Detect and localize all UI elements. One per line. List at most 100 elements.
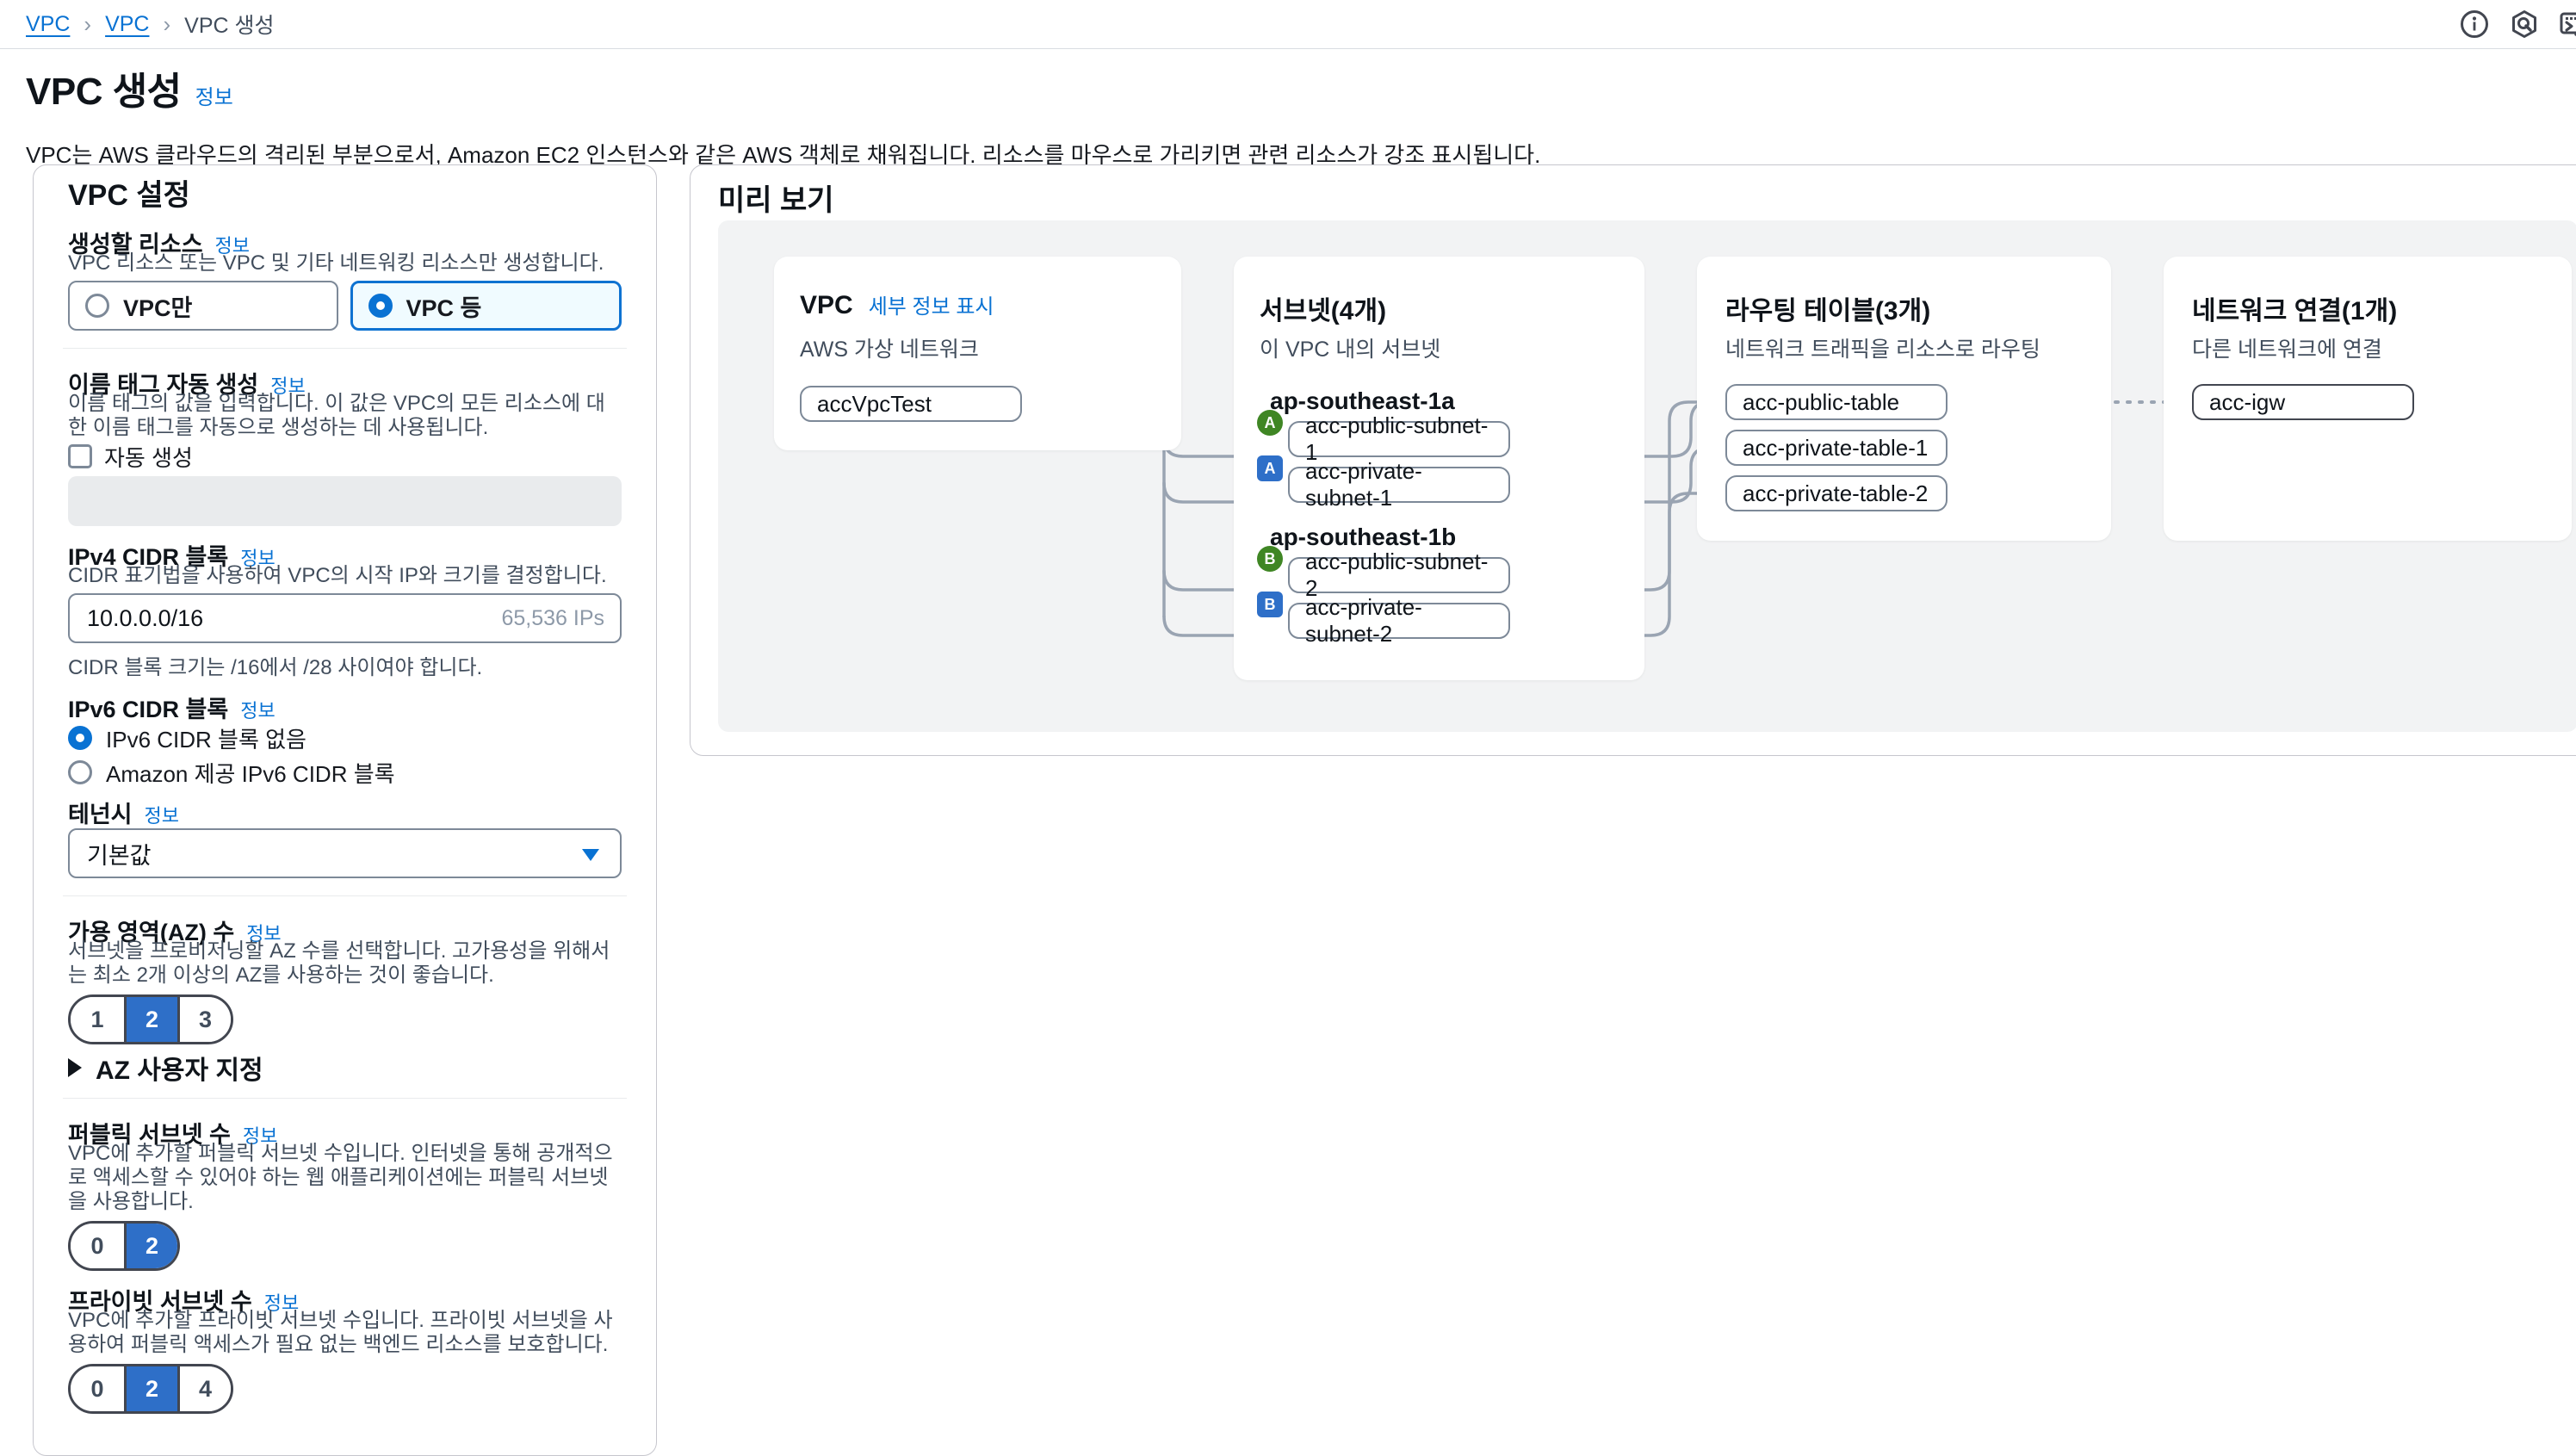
- page-description: VPC는 AWS 클라우드의 격리된 부분으로서, Amazon EC2 인스턴…: [26, 142, 1541, 168]
- info-icon[interactable]: [2459, 9, 2490, 40]
- private-az-b-badge: B: [1257, 592, 1283, 617]
- name-tag-info-link[interactable]: 정보: [270, 375, 306, 397]
- resource-option-vpc-and-more[interactable]: VPC 등: [350, 281, 622, 331]
- preview-panel: 미리 보기 VPC 세부 정보 표시 AWS 가상 네트워크 accVpcTes…: [690, 164, 2576, 756]
- private-subnet-option-0[interactable]: 0: [71, 1366, 124, 1411]
- ipv6-option-label: IPv6 CIDR 블록 없음: [106, 726, 307, 753]
- auto-generate-checkbox[interactable]: [68, 444, 92, 468]
- route-tables-card-subtitle: 네트워크 트래픽을 리소스로 라우팅: [1725, 338, 2040, 362]
- radio-unchecked-icon: [85, 294, 109, 318]
- subnet-resource-box[interactable]: acc-public-subnet-2: [1288, 548, 1510, 601]
- private-az-a-badge: A: [1257, 455, 1283, 481]
- page-info-link[interactable]: 정보: [195, 86, 233, 109]
- auto-generate-label: 자동 생성: [104, 444, 193, 471]
- public-az-b-badge: B: [1257, 546, 1283, 572]
- public-subnet-segmented-control: 0 2: [68, 1221, 180, 1271]
- topbar-icons: [2459, 9, 2576, 40]
- preview-route-tables-card: 라우팅 테이블(3개) 네트워크 트래픽을 리소스로 라우팅 acc-publi…: [1697, 257, 2111, 541]
- subnet-row: B acc-public-subnet-2: [1257, 546, 1619, 601]
- resource-info-link[interactable]: 정보: [214, 235, 251, 257]
- breadcrumb-link-vpc-2[interactable]: VPC: [105, 11, 150, 36]
- public-subnet-info-link[interactable]: 정보: [242, 1125, 278, 1147]
- az-group-name: ap-southeast-1a: [1270, 387, 1455, 414]
- connections-card-title: 네트워크 연결(1개): [2192, 297, 2398, 325]
- breadcrumb-current: VPC 생성: [184, 14, 275, 38]
- name-tag-label: 이름 태그 자동 생성: [68, 372, 259, 398]
- amazon-q-icon[interactable]: [2509, 9, 2540, 40]
- subnet-resource-box[interactable]: acc-private-subnet-2: [1288, 594, 1510, 647]
- route-table-resource-box[interactable]: acc-private-table-2: [1725, 475, 1947, 511]
- public-subnet-option-2[interactable]: 2: [124, 1224, 177, 1268]
- subnet-row: B acc-private-subnet-2: [1257, 592, 1619, 647]
- preview-connections-card: 네트워크 연결(1개) 다른 네트워크에 연결 acc-igw: [2164, 257, 2572, 541]
- ipv4-info-link[interactable]: 정보: [240, 548, 276, 569]
- private-subnet-segmented-control: 0 2 4: [68, 1364, 233, 1414]
- tenancy-select[interactable]: 기본값: [68, 828, 622, 878]
- az-count-option-2[interactable]: 2: [124, 997, 177, 1042]
- divider: [63, 895, 627, 896]
- ipv4-description: CIDR 표기법을 사용하여 VPC의 시작 IP와 크기를 결정합니다.: [68, 564, 607, 587]
- subnet-resource-box[interactable]: acc-private-subnet-1: [1288, 458, 1510, 511]
- route-table-resource-box[interactable]: acc-private-table-1: [1725, 430, 1947, 466]
- vpc-resource-box[interactable]: accVpcTest: [800, 386, 1022, 422]
- vpc-show-details-link[interactable]: 세부 정보 표시: [868, 295, 994, 319]
- resource-label: 생성할 리소스: [68, 232, 203, 257]
- public-subnet-option-0[interactable]: 0: [71, 1224, 124, 1268]
- az-customize-expander[interactable]: AZ 사용자 지정: [68, 1055, 622, 1085]
- public-az-a-badge: A: [1257, 410, 1283, 436]
- ipv4-cidr-label: IPv4 CIDR 블록: [68, 544, 229, 570]
- name-tag-description: 이름 태그의 값을 입력합니다. 이 값은 VPC의 모든 리소스에 대한 이름…: [68, 392, 605, 439]
- az-count-option-1[interactable]: 1: [71, 997, 124, 1042]
- private-subnet-info-link[interactable]: 정보: [263, 1292, 300, 1314]
- page-title: VPC 생성: [26, 71, 182, 113]
- ipv6-info-link[interactable]: 정보: [240, 700, 276, 722]
- resource-option-label: VPC만: [123, 294, 193, 321]
- chevron-right-icon: ›: [163, 10, 171, 37]
- radio-checked-icon: [68, 726, 92, 750]
- subnets-card-subtitle: 이 VPC 내의 서브넷: [1260, 338, 1441, 362]
- subnet-row: A acc-public-subnet-1: [1257, 410, 1619, 465]
- tenancy-info-link[interactable]: 정보: [144, 805, 180, 827]
- az-info-link[interactable]: 정보: [246, 923, 282, 945]
- divider: [63, 1098, 627, 1099]
- ipv4-help-text: CIDR 블록 크기는 /16에서 /28 사이여야 합니다.: [68, 656, 483, 679]
- az-customize-label: AZ 사용자 지정: [96, 1056, 263, 1085]
- top-navigation-bar: VPC › VPC › VPC 생성: [0, 0, 2576, 49]
- subnet-resource-box[interactable]: acc-public-subnet-1: [1288, 412, 1510, 465]
- az-count-segmented-control: 1 2 3: [68, 994, 233, 1044]
- ipv4-cidr-input[interactable]: [68, 593, 622, 643]
- private-subnet-option-4[interactable]: 4: [177, 1366, 231, 1411]
- preview-vpc-card: VPC 세부 정보 표시 AWS 가상 네트워크 accVpcTest: [774, 257, 1181, 450]
- radio-unchecked-icon: [68, 760, 92, 784]
- az-description: 서브넷을 프로비저닝할 AZ 수를 선택합니다. 고가용성을 위해서는 최소 2…: [68, 939, 610, 987]
- cloudshell-icon[interactable]: [2559, 9, 2576, 40]
- connections-card-subtitle: 다른 네트워크에 연결: [2192, 338, 2382, 362]
- route-table-resource-box[interactable]: acc-public-table: [1725, 384, 1947, 420]
- preview-subnets-card: 서브넷(4개) 이 VPC 내의 서브넷 ap-southeast-1a A a…: [1234, 257, 1644, 680]
- az-count-label: 가용 영역(AZ) 수: [68, 920, 235, 945]
- ipv6-option-none[interactable]: IPv6 CIDR 블록 없음: [68, 725, 622, 753]
- page-header: VPC 생성 정보 VPC는 AWS 클라우드의 격리된 부분으로서, Amaz…: [26, 60, 2523, 170]
- name-tag-input[interactable]: [68, 476, 622, 526]
- chevron-right-icon: ›: [84, 10, 92, 37]
- ipv6-option-label: Amazon 제공 IPv6 CIDR 블록: [106, 760, 395, 787]
- vpc-card-subtitle: AWS 가상 네트워크: [800, 338, 979, 362]
- private-subnet-option-2[interactable]: 2: [124, 1366, 177, 1411]
- ipv6-option-amazon[interactable]: Amazon 제공 IPv6 CIDR 블록: [68, 759, 622, 787]
- preview-title: 미리 보기: [718, 184, 834, 217]
- resource-option-label: VPC 등: [406, 294, 482, 321]
- breadcrumb-link-vpc[interactable]: VPC: [26, 11, 71, 36]
- ipv6-cidr-label: IPv6 CIDR 블록: [68, 697, 229, 722]
- private-subnet-count-label: 프라이빗 서브넷 수: [68, 1289, 252, 1315]
- az-group-name: ap-southeast-1b: [1270, 524, 1457, 550]
- triangle-right-icon: [68, 1058, 82, 1077]
- vpc-settings-panel: VPC 설정 생성할 리소스 정보 VPC 리소스 또는 VPC 및 기타 네트…: [33, 164, 657, 1456]
- route-tables-card-title: 라우팅 테이블(3개): [1725, 297, 1931, 325]
- private-subnet-description: VPC에 추가할 프라이빗 서브넷 수입니다. 프라이빗 서브넷을 사용하여 퍼…: [68, 1309, 613, 1356]
- internet-gateway-resource-box[interactable]: acc-igw: [2192, 384, 2414, 420]
- divider: [63, 348, 627, 349]
- resource-option-vpc-only[interactable]: VPC만: [68, 281, 338, 331]
- chevron-down-icon: [582, 849, 599, 861]
- resource-options: VPC만 VPC 등: [68, 281, 622, 331]
- az-count-option-3[interactable]: 3: [177, 997, 231, 1042]
